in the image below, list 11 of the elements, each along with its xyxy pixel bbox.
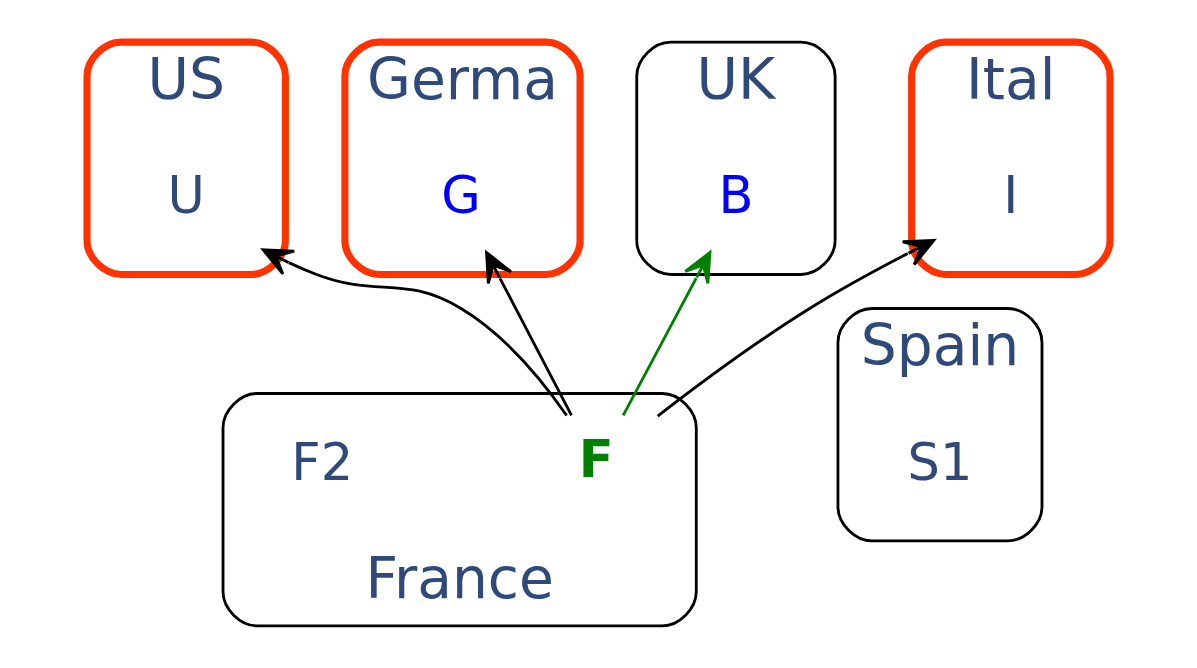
node-text: F — [578, 429, 614, 489]
arrow — [621, 251, 712, 416]
arrow — [485, 251, 573, 416]
arrow — [656, 238, 936, 418]
node-text: U — [167, 166, 205, 226]
arrow — [261, 248, 568, 417]
node-text: I — [1003, 166, 1019, 226]
node-text: F2 — [291, 432, 354, 492]
node-text: G — [441, 166, 481, 226]
node-text: B — [718, 166, 754, 226]
node-text: S1 — [907, 432, 973, 492]
